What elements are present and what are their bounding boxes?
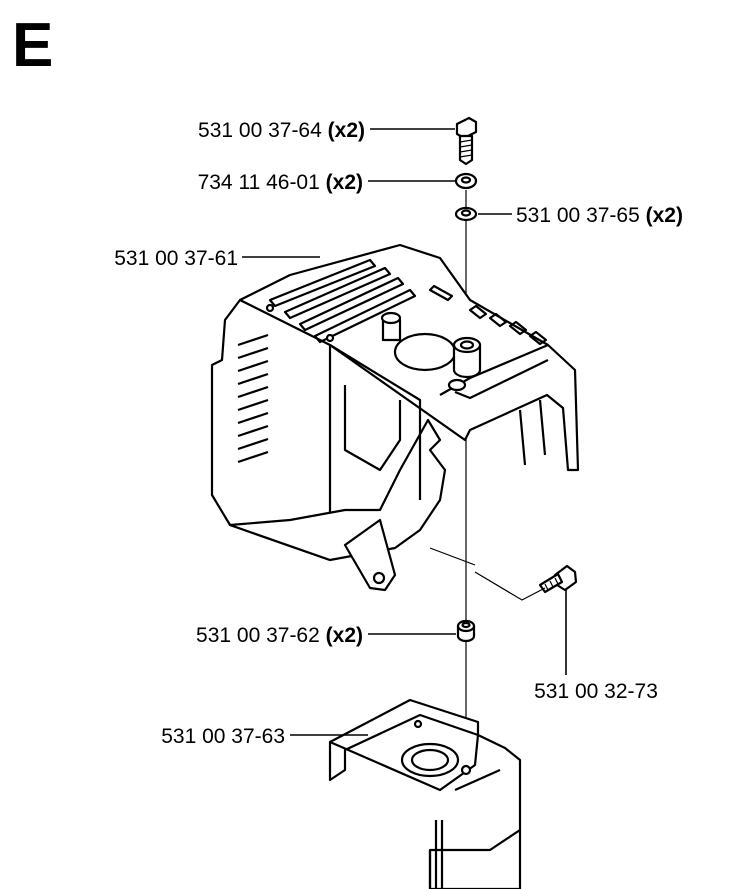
callout-washer: 734 11 46-01 (x2) [198, 171, 363, 194]
callout-cylinder-cover: 531 00 37-61 [114, 247, 238, 270]
grommet-part [454, 206, 478, 222]
callout-screw: 531 00 32-73 [534, 680, 658, 703]
bracket-part [328, 698, 522, 889]
cooling-slots-left [237, 333, 269, 464]
cylinder-cover-part [210, 243, 580, 592]
spacer-part [456, 619, 476, 643]
section-letter: E [12, 11, 53, 80]
washer-part [454, 172, 478, 190]
leader-cover-screw-a [429, 547, 476, 566]
screw-part [538, 564, 578, 594]
callout-bracket: 531 00 37-63 [161, 725, 285, 748]
callout-grommet: 531 00 37-65 (x2) [516, 204, 683, 227]
callout-bolt: 531 00 37-64 (x2) [198, 119, 365, 142]
cooling-fins-top [268, 258, 548, 346]
bolt-part [455, 116, 478, 166]
leader-cover-screw-b [474, 571, 546, 601]
callout-spacer: 531 00 37-62 (x2) [196, 624, 363, 647]
